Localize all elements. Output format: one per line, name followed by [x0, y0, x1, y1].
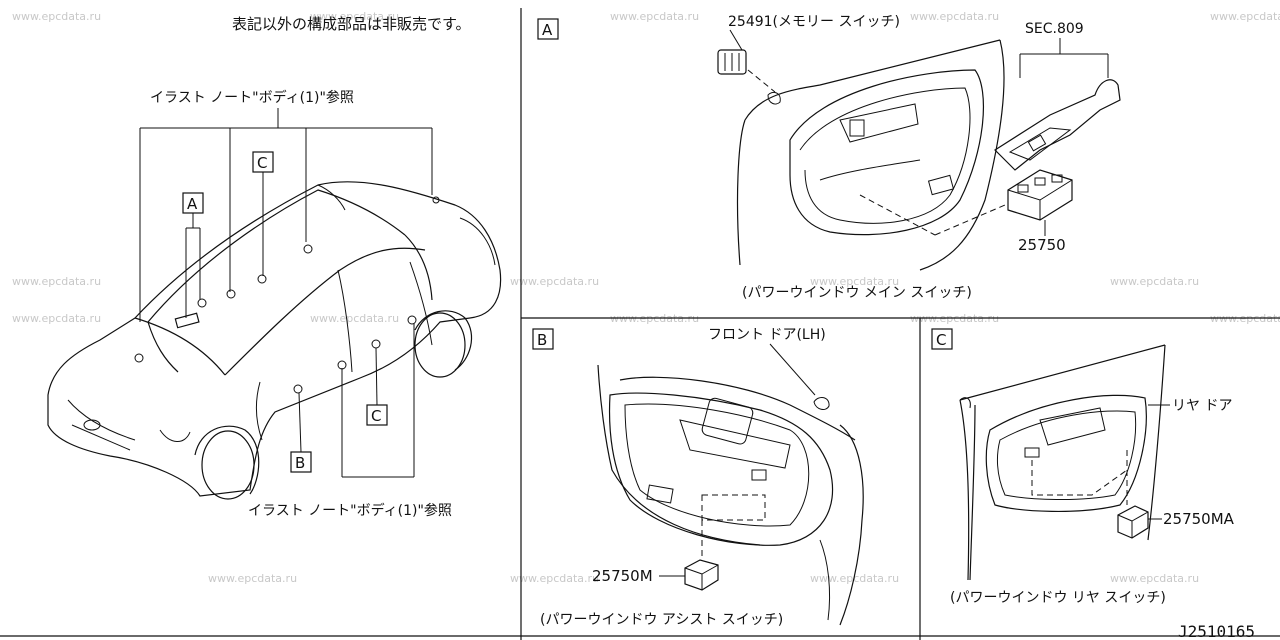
watermark: www.epcdata.ru — [1110, 572, 1199, 585]
watermark-layer: www.epcdata.ru www.epcdata.ru www.epcdat… — [12, 10, 1280, 585]
front-door-trim-b — [597, 364, 864, 626]
tag-b-label: B — [295, 454, 305, 472]
panel-c-tag: C — [936, 331, 946, 349]
rear-switch-part — [1117, 505, 1149, 539]
vehicle-illustration — [47, 181, 502, 500]
watermark: www.epcdata.ru — [12, 275, 101, 288]
watermark: www.epcdata.ru — [910, 10, 999, 23]
top-reference-bracket — [139, 108, 433, 322]
body-illustration-reference-top: イラスト ノート"ボディ(1)"参照 — [150, 89, 354, 106]
main-switch-trim-part — [994, 79, 1121, 171]
panel-a-tag-box — [537, 18, 559, 40]
panel-b-tag: B — [537, 331, 547, 349]
sec-809-reference: SEC.809 — [1025, 21, 1084, 37]
tag-a-label: A — [187, 195, 198, 213]
watermark: www.epcdata.ru — [208, 572, 297, 585]
panel-borders — [0, 8, 1280, 640]
panel-a-tag: A — [542, 21, 553, 39]
front-door-trim-a — [736, 39, 1005, 271]
part-number-25750: 25750 — [1018, 236, 1066, 254]
watermark: www.epcdata.ru — [12, 312, 101, 325]
watermark: www.epcdata.ru — [510, 275, 599, 288]
tag-c-upper-label: C — [257, 154, 267, 172]
diagram-id: J2510165 — [1178, 622, 1255, 640]
rear-door-label: リヤ ドア — [1172, 398, 1232, 414]
panel-b-caption: (パワーウインドウ アシスト スイッチ) — [540, 612, 783, 628]
panel-c-tag-box — [931, 328, 953, 350]
main-switch-part — [1007, 169, 1073, 221]
front-door-lh-label: フロント ドア(LH) — [708, 327, 826, 343]
watermark: www.epcdata.ru — [510, 572, 599, 585]
body-illustration-reference-bottom: イラスト ノート"ボディ(1)"参照 — [248, 502, 452, 519]
not-for-sale-note: 表記以外の構成部品は非販売です。 — [232, 15, 471, 33]
panel-b-tag-box — [532, 328, 554, 350]
part-number-25750ma: 25750MA — [1163, 510, 1235, 528]
watermark: www.epcdata.ru — [12, 10, 101, 23]
panel-a-caption: (パワーウインドウ メイン スイッチ) — [742, 285, 972, 301]
watermark: www.epcdata.ru — [310, 312, 399, 325]
watermark: www.epcdata.ru — [1210, 10, 1280, 23]
watermark: www.epcdata.ru — [310, 10, 399, 23]
tag-c-lower-label: C — [371, 407, 381, 425]
bottom-reference-bracket — [341, 323, 415, 478]
memory-switch-part — [717, 49, 747, 75]
panel-c-caption: (パワーウインドウ リヤ スイッチ) — [950, 590, 1166, 606]
watermark: www.epcdata.ru — [610, 10, 699, 23]
rear-door-trim — [959, 344, 1166, 581]
memory-switch-label: 25491(メモリー スイッチ) — [728, 14, 900, 30]
watermark: www.epcdata.ru — [810, 275, 899, 288]
watermark: www.epcdata.ru — [1110, 275, 1199, 288]
assist-switch-part — [684, 559, 719, 591]
part-number-25750m: 25750M — [592, 567, 653, 585]
